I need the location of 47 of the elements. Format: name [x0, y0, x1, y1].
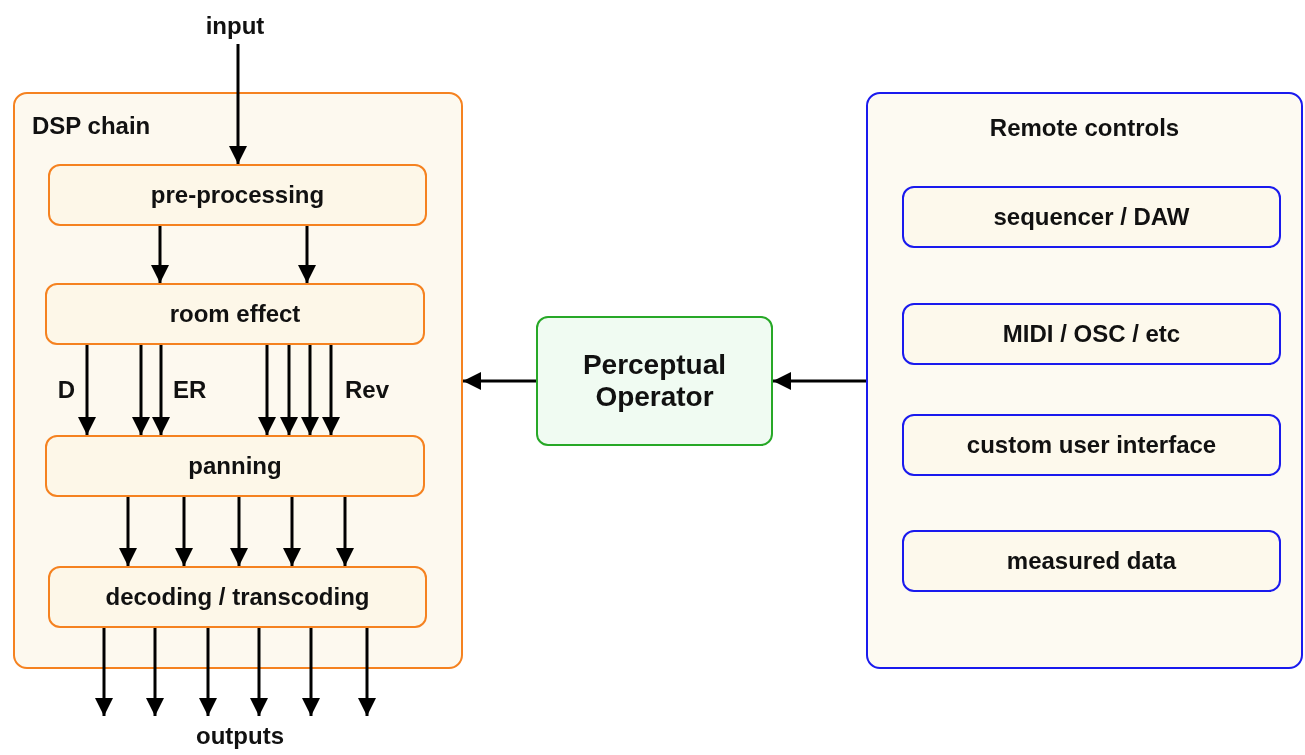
process-box — [902, 186, 1281, 248]
arrow — [151, 226, 169, 283]
process-box — [902, 530, 1281, 592]
box-label: room effect — [169, 300, 301, 328]
box-label: DSP chain — [32, 112, 151, 140]
arrow — [119, 497, 137, 566]
box-label: pre-processing — [150, 181, 325, 209]
box-label: custom user interface — [966, 431, 1217, 459]
arrow — [302, 628, 320, 716]
arrow — [95, 628, 113, 716]
box-label: MIDI / OSC / etc — [1002, 320, 1181, 348]
arrow — [280, 345, 298, 435]
arrow — [773, 372, 866, 390]
arrow — [175, 497, 193, 566]
arrow — [358, 628, 376, 716]
arrow — [152, 345, 170, 435]
arrow — [229, 44, 247, 164]
box-label: measured data — [1006, 547, 1177, 575]
arrow — [230, 497, 248, 566]
process-box — [48, 164, 427, 226]
box-label: Perceptual Operator — [581, 348, 728, 414]
box-label: Remote controls — [989, 114, 1180, 142]
arrow — [322, 345, 340, 435]
group-panel — [866, 92, 1303, 669]
process-box — [45, 435, 425, 497]
arrow — [132, 345, 150, 435]
arrow — [146, 628, 164, 716]
group-panel — [13, 92, 463, 669]
box-label: sequencer / DAW — [993, 203, 1190, 231]
process-box — [902, 414, 1281, 476]
process-box — [48, 566, 427, 628]
arrow — [258, 345, 276, 435]
text-label: outputs — [196, 721, 284, 750]
arrow — [301, 345, 319, 435]
box-label: decoding / transcoding — [105, 583, 370, 611]
operator-box — [536, 316, 773, 446]
process-box — [45, 283, 425, 345]
arrow — [199, 628, 217, 716]
arrow — [336, 497, 354, 566]
arrow — [283, 497, 301, 566]
process-box — [902, 303, 1281, 365]
text-label: input — [205, 12, 265, 40]
arrow — [298, 226, 316, 283]
arrow — [463, 372, 536, 390]
arrow — [78, 345, 96, 435]
arrow — [250, 628, 268, 716]
box-label: panning — [188, 452, 282, 480]
